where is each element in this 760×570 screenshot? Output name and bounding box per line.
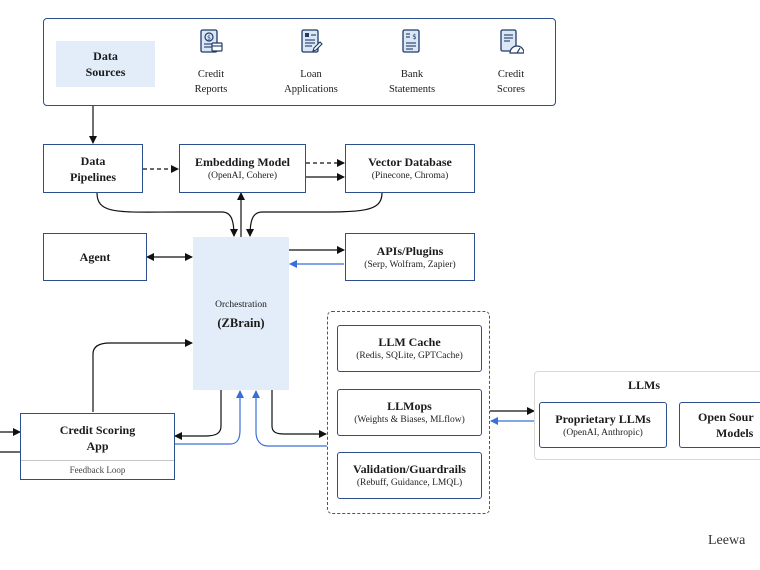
source-item-loan-applications: Loan Applications [271, 67, 351, 97]
data-pipelines-box: Data Pipelines [43, 144, 143, 193]
data-sources-panel [43, 18, 556, 106]
open-source-line1: Open Sour [698, 410, 754, 424]
apis-plugins-sub: (Serp, Wolfram, Zapier) [364, 259, 456, 270]
orchestration-box: Orchestration (ZBrain) [193, 237, 289, 390]
source-item-line1: Bank [400, 69, 424, 80]
arrow-app-to-orchestration-blue [175, 390, 244, 445]
apis-plugins-box: APIs/Plugins (Serp, Wolfram, Zapier) [345, 233, 475, 281]
svg-text:$: $ [207, 35, 211, 42]
data-pipelines-line2: Pipelines [69, 169, 116, 184]
arrow-pipelines-to-orchestration [96, 192, 238, 237]
llmops-title: LLMops [387, 399, 432, 413]
proprietary-llms-title: Proprietary LLMs [555, 411, 651, 426]
vector-database-sub: (Pinecone, Chroma) [371, 171, 449, 181]
source-item-credit-scores: Credit Scores [476, 67, 546, 97]
svg-text:$: $ [412, 33, 416, 41]
data-sources-label-line2: Sources [85, 65, 126, 79]
llmops-box: LLMops (Weights & Biases, MLflow) [337, 389, 482, 436]
arrow-vector-to-orchestration [246, 192, 383, 237]
data-sources-label-line1: Data [93, 49, 118, 63]
embedding-model-box: Embedding Model (OpenAI, Cohere) [179, 144, 306, 193]
loan-application-icon [301, 29, 323, 53]
arrow-app-to-orchestration [92, 339, 193, 412]
orchestration-label: Orchestration [215, 299, 267, 310]
vector-database-box: Vector Database (Pinecone, Chroma) [345, 144, 475, 193]
source-item-line1: Credit [497, 69, 525, 80]
open-source-models-box: Open Sour Models [679, 402, 760, 448]
validation-guardrails-box: Validation/Guardrails (Rebuff, Guidance,… [337, 452, 482, 499]
proprietary-llms-box: Proprietary LLMs (OpenAI, Anthropic) [539, 402, 667, 448]
llm-cache-sub: (Redis, SQLite, GPTCache) [356, 351, 463, 361]
llms-title: LLMs [627, 378, 660, 392]
credit-app-line2: App [86, 438, 109, 453]
open-source-line2: Models [716, 426, 754, 440]
validation-guardrails-title: Validation/Guardrails [353, 462, 466, 476]
arrow-orchestration-to-group [271, 390, 327, 438]
llmops-sub: (Weights & Biases, MLflow) [354, 415, 465, 425]
llm-cache-box: LLM Cache (Redis, SQLite, GPTCache) [337, 325, 482, 372]
source-item-line2: Scores [497, 84, 525, 95]
credit-app-line1: Credit Scoring [59, 422, 136, 437]
credit-score-icon [500, 29, 524, 54]
apis-plugins-title: APIs/Plugins [376, 243, 444, 258]
credit-report-icon: $ [200, 29, 223, 53]
feedback-loop-label: Feedback Loop [21, 460, 174, 479]
orchestration-name: (ZBrain) [217, 315, 265, 330]
proprietary-llms-sub: (OpenAI, Anthropic) [563, 427, 643, 438]
data-pipelines-line1: Data [80, 153, 106, 168]
credit-scoring-app-box: Credit Scoring App Feedback Loop [20, 413, 175, 480]
vector-database-title: Vector Database [368, 155, 452, 169]
source-item-bank-statements: Bank Statements [372, 67, 452, 97]
llm-services-group [327, 311, 490, 514]
embedding-model-sub: (OpenAI, Cohere) [207, 171, 278, 181]
watermark-text: Leewa [708, 533, 746, 548]
agent-title: Agent [79, 250, 111, 264]
agent-box: Agent [43, 233, 147, 281]
arrow-orchestration-to-app [174, 390, 222, 440]
source-item-line2: Applications [284, 84, 338, 95]
source-item-line1: Credit [197, 69, 225, 80]
bank-statement-icon: $ [402, 29, 420, 53]
arrow-group-to-orchestration [252, 390, 327, 447]
credit-scoring-app-title: Credit Scoring App [21, 414, 174, 461]
source-item-line2: Reports [194, 84, 228, 95]
source-item-credit-reports: Credit Reports [176, 67, 246, 97]
embedding-model-title: Embedding Model [194, 155, 290, 169]
data-sources-label: Data Sources [56, 41, 155, 87]
source-item-line1: Loan [300, 69, 322, 80]
validation-guardrails-sub: (Rebuff, Guidance, LMQL) [356, 478, 463, 488]
source-item-line2: Statements [388, 84, 436, 95]
llm-cache-title: LLM Cache [378, 335, 441, 349]
